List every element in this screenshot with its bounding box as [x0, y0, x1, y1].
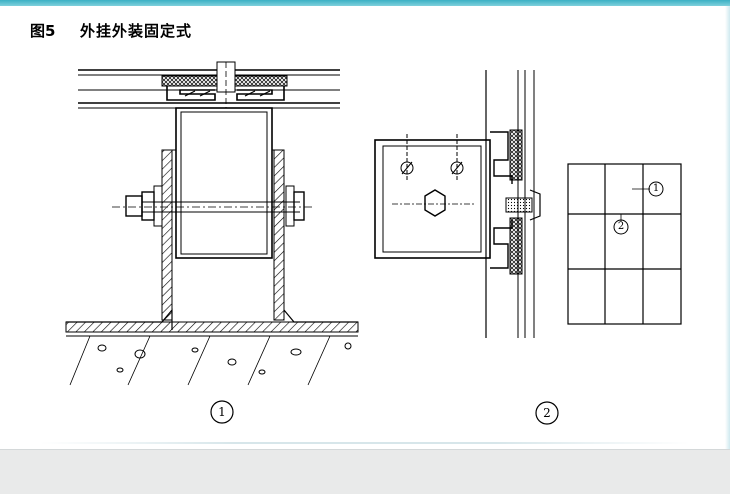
grid-mark-1: 1	[652, 183, 660, 194]
drawing-2-plan	[374, 70, 559, 425]
panel-2-label: 2	[543, 406, 551, 420]
top-accent-bar	[0, 0, 730, 6]
drawing-1-elevation	[65, 61, 359, 424]
technical-drawing	[65, 61, 682, 425]
panel-grid	[567, 163, 682, 325]
right-edge-shade	[725, 6, 730, 449]
panel-2-circle	[535, 401, 559, 425]
panel-1-circle	[210, 400, 234, 424]
figure-label: 图5	[30, 22, 56, 40]
bottom-divider	[40, 442, 690, 444]
bottom-band	[0, 449, 730, 494]
figure-caption: 外挂外装固定式	[80, 22, 193, 40]
grid-mark-2: 2	[617, 221, 625, 232]
figure-title: 图5 外挂外装固定式	[30, 20, 192, 44]
panel-1-label: 1	[218, 405, 226, 419]
